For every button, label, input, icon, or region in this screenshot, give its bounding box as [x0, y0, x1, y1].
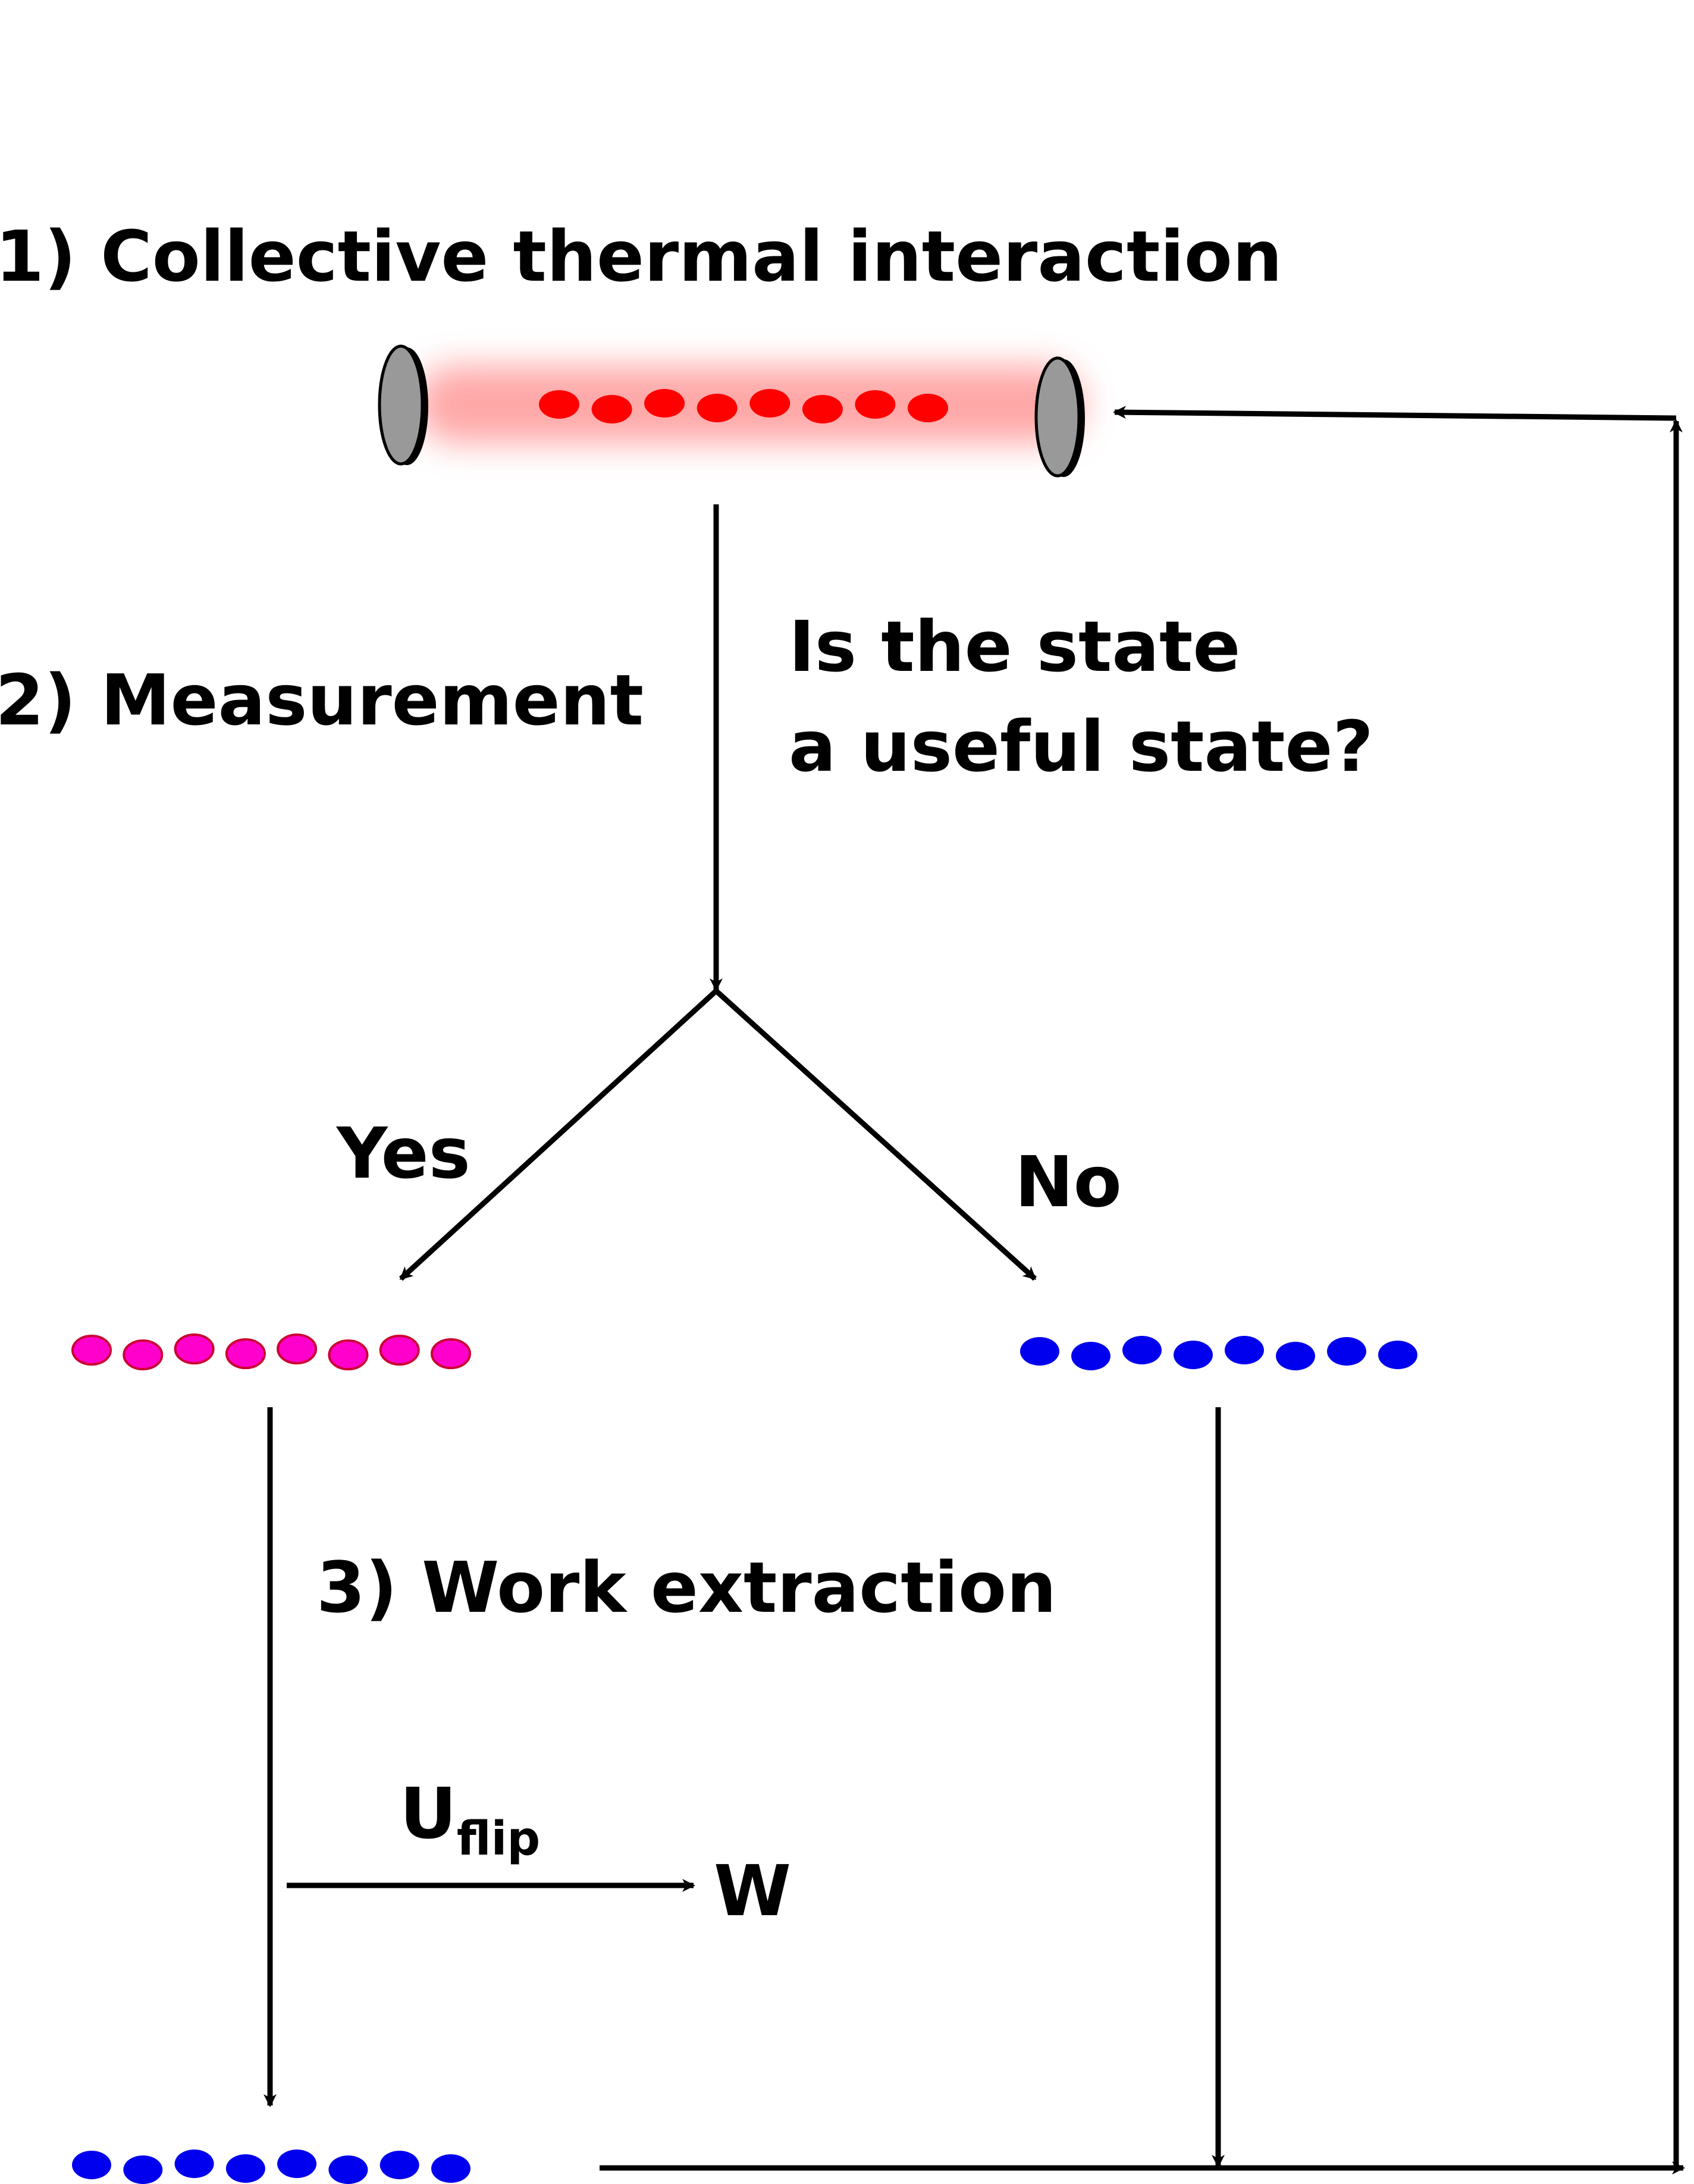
atom: [174, 1333, 215, 1364]
step3-title: 3) Work extraction: [316, 1546, 1056, 1628]
atom: [123, 1339, 164, 1370]
useful-state-atom-row: [71, 1333, 471, 1370]
atom: [1071, 1342, 1110, 1370]
atom: [277, 2150, 317, 2178]
atom: [277, 1333, 318, 1364]
atom: [174, 2150, 214, 2178]
cavity-glow: [416, 366, 1083, 443]
atom: [72, 2151, 111, 2179]
no-branch-arrow: [714, 989, 1037, 1281]
atom: [802, 395, 843, 423]
atom: [379, 1335, 420, 1366]
not-useful-state-atom-row: [1020, 1336, 1417, 1370]
atom: [1378, 1341, 1417, 1369]
measurement-question-line1: Is the state: [789, 605, 1240, 688]
atom: [855, 390, 896, 419]
atom: [1276, 1342, 1315, 1370]
atom: [431, 1338, 471, 1369]
atom: [225, 1338, 266, 1369]
cavity-return-arrow: [1113, 406, 1677, 421]
yes-label: Yes: [335, 1112, 470, 1194]
atom: [749, 389, 790, 418]
atom: [1174, 1341, 1213, 1369]
atom: [697, 394, 738, 422]
atom: [591, 395, 632, 423]
atom: [71, 1335, 112, 1366]
step2-title: 2) Measurement: [0, 659, 644, 741]
unitary-symbol: U: [400, 1772, 457, 1854]
atom: [539, 390, 579, 419]
no-label: No: [1015, 1141, 1122, 1223]
atom: [431, 2154, 470, 2183]
left-mirror: [378, 344, 428, 466]
unitary-flip-label: Uflip: [400, 1772, 540, 1866]
cavity-atom-row: [539, 389, 948, 423]
atom: [1020, 1337, 1059, 1366]
step1-title: 1) Collective thermal interaction: [0, 215, 1282, 297]
cavity: [378, 344, 1085, 478]
atom: [1122, 1336, 1162, 1364]
atom: [328, 1339, 369, 1370]
right-mirror: [1034, 356, 1085, 478]
atom: [328, 2155, 368, 2184]
atom: [908, 394, 948, 422]
atom: [1225, 1336, 1264, 1364]
work-output-label: W: [714, 1850, 791, 1932]
atom: [379, 2151, 419, 2179]
yes-branch-arrow: [399, 989, 719, 1281]
atom: [1327, 1337, 1366, 1366]
atom: [644, 389, 685, 418]
atom: [123, 2155, 163, 2184]
unitary-subscript: flip: [457, 1812, 540, 1866]
measurement-question-line2: a useful state?: [789, 705, 1373, 787]
connectors: [263, 406, 1685, 2174]
extracted-state-atom-row: [72, 2150, 470, 2184]
atom: [225, 2154, 265, 2183]
